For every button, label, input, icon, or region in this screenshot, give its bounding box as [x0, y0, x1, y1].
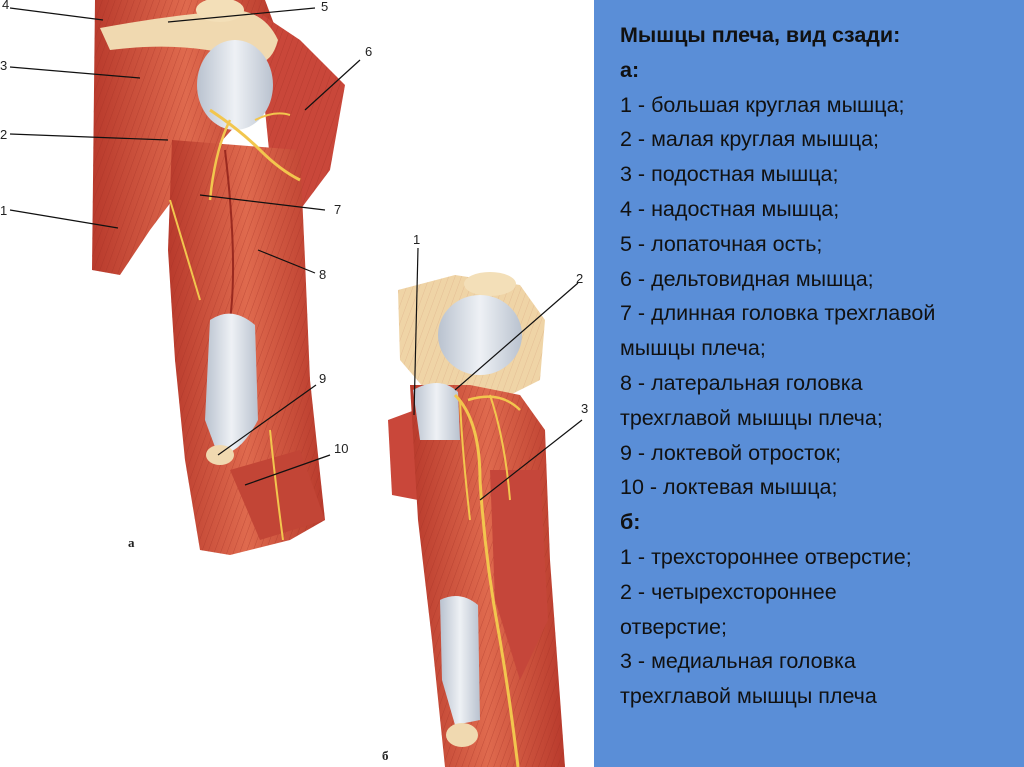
legend-section-a: а: [620, 53, 1015, 88]
label-a-1: 1 [0, 203, 7, 218]
label-b-3: 3 [581, 401, 588, 416]
figure-b: 1 2 3 б [382, 232, 588, 767]
legend-item-b: трехглавой мышцы плеча [620, 679, 1015, 714]
legend-item-a: 3 - подостная мышца; [620, 157, 1015, 192]
legend-item-a: 4 - надостная мышца; [620, 192, 1015, 227]
legend-item-a: 1 - большая круглая мышца; [620, 88, 1015, 123]
acromion-b [464, 272, 516, 296]
long-head-tendon-b [413, 383, 460, 440]
olecranon-a [206, 445, 234, 465]
olecranon-b [446, 723, 478, 747]
legend: Мышцы плеча, вид сзади: а: 1 - большая к… [620, 18, 1015, 714]
label-a-6: 6 [365, 44, 372, 59]
legend-item-a: 10 - локтевая мышца; [620, 470, 1015, 505]
legend-item-a: 8 - латеральная головка [620, 366, 1015, 401]
legend-title: Мышцы плеча, вид сзади: [620, 18, 1015, 53]
figure-a: 4 5 3 6 2 7 1 8 9 10 а [0, 0, 372, 555]
label-b-2: 2 [576, 271, 583, 286]
humeral-head-b [438, 295, 522, 375]
label-a-10: 10 [334, 441, 348, 456]
label-a-2: 2 [0, 127, 7, 142]
label-a-8: 8 [319, 267, 326, 282]
caption-b: б [382, 748, 389, 763]
legend-item-a: 2 - малая круглая мышца; [620, 122, 1015, 157]
legend-item-a: мышцы плеча; [620, 331, 1015, 366]
label-b-1: 1 [413, 232, 420, 247]
label-a-9: 9 [319, 371, 326, 386]
label-a-7: 7 [334, 202, 341, 217]
legend-item-b: отверстие; [620, 610, 1015, 645]
label-a-3: 3 [0, 58, 7, 73]
anatomy-illustration: 4 5 3 6 2 7 1 8 9 10 а [0, 0, 594, 767]
legend-item-b: 2 - четырехстороннее [620, 575, 1015, 610]
label-a-4: 4 [2, 0, 9, 12]
legend-section-b: б: [620, 505, 1015, 540]
legend-item-a: 9 - локтевой отросток; [620, 436, 1015, 471]
legend-item-a: 7 - длинная головка трехглавой [620, 296, 1015, 331]
legend-item-a: трехглавой мышцы плеча; [620, 401, 1015, 436]
legend-item-b: 1 - трехстороннее отверстие; [620, 540, 1015, 575]
legend-item-a: 6 - дельтовидная мышца; [620, 262, 1015, 297]
legend-item-a: 5 - лопаточная ость; [620, 227, 1015, 262]
caption-a: а [128, 535, 135, 550]
legend-item-b: 3 - медиальная головка [620, 644, 1015, 679]
label-a-5: 5 [321, 0, 328, 14]
